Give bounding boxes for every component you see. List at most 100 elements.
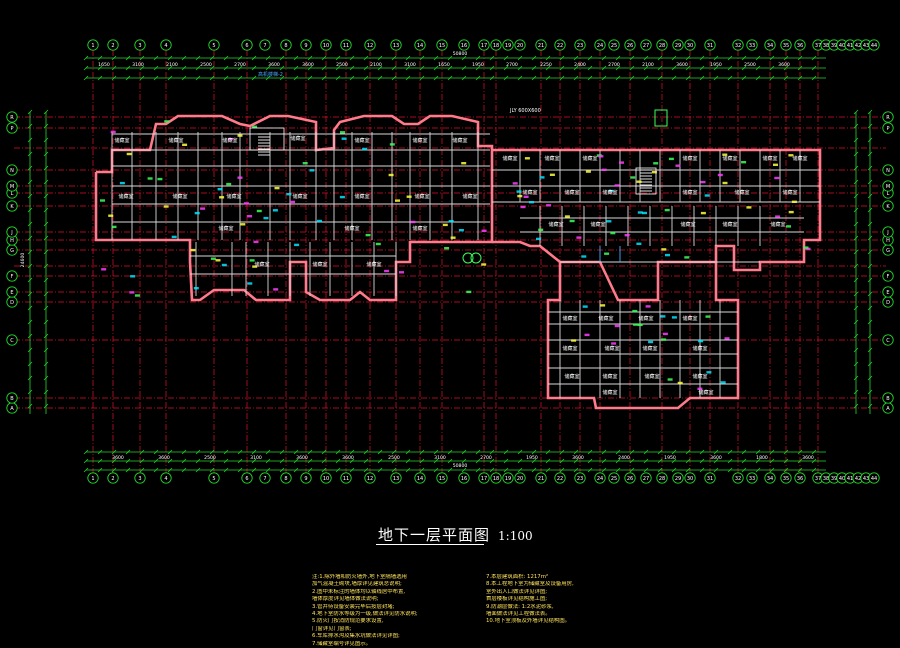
dim-tick bbox=[811, 65, 817, 71]
dim-tick bbox=[503, 458, 509, 464]
stair-block bbox=[249, 127, 285, 151]
row-bubble bbox=[882, 180, 894, 192]
row-bubble-label: N bbox=[886, 168, 890, 174]
axis-bubble-label: 36 bbox=[797, 43, 803, 49]
dim-tick bbox=[671, 458, 677, 464]
room-label: 储藏室 bbox=[722, 155, 737, 162]
bottom-dimension: 2500 bbox=[388, 455, 400, 461]
axis-bubble bbox=[280, 472, 292, 484]
dim-tick bbox=[629, 449, 635, 455]
axis-bubble bbox=[535, 39, 547, 51]
axis-bubble bbox=[390, 39, 402, 51]
dim-tick bbox=[223, 65, 229, 71]
dim-tick bbox=[195, 449, 201, 455]
axis-bubble bbox=[746, 472, 758, 484]
dim-tick bbox=[391, 65, 397, 71]
axis-bubble bbox=[436, 39, 448, 51]
fixture-mark bbox=[576, 236, 582, 239]
fixture-mark bbox=[309, 169, 315, 172]
top-dimension: 2700 bbox=[234, 62, 246, 68]
dim-tick bbox=[27, 375, 33, 381]
row-bubble bbox=[6, 200, 18, 212]
dim-tick bbox=[601, 449, 607, 455]
dim-tick bbox=[83, 458, 89, 464]
dim-tick bbox=[853, 235, 859, 241]
axis-bubble-label: 37 bbox=[815, 43, 821, 49]
dim-tick bbox=[27, 249, 33, 255]
axis-bubble bbox=[107, 472, 119, 484]
top-dimension: 1650 bbox=[98, 62, 110, 68]
fixture-mark bbox=[147, 177, 153, 180]
axis-bubble bbox=[208, 472, 220, 484]
dim-tick bbox=[489, 55, 495, 61]
fixture-mark bbox=[111, 225, 117, 229]
axis-bubble-label: 23 bbox=[577, 43, 583, 49]
fixture-mark bbox=[237, 176, 243, 179]
fixture-mark bbox=[538, 228, 544, 231]
fixture-mark bbox=[129, 291, 135, 294]
fixture-mark bbox=[633, 323, 639, 326]
dim-tick bbox=[391, 75, 397, 81]
bottom-dimension: 2700 bbox=[480, 455, 492, 461]
dim-tick bbox=[867, 207, 873, 213]
dim-tick bbox=[461, 458, 467, 464]
dim-tick bbox=[181, 65, 187, 71]
fixture-mark bbox=[249, 259, 255, 262]
dim-tick bbox=[321, 65, 327, 71]
dim-tick bbox=[111, 458, 117, 464]
row-bubble-label: H bbox=[10, 238, 14, 244]
dim-tick bbox=[447, 467, 453, 473]
dim-tick bbox=[419, 65, 425, 71]
room-label: 储藏室 bbox=[602, 189, 617, 196]
dim-tick bbox=[867, 179, 873, 185]
dim-tick bbox=[811, 55, 817, 61]
dim-tick bbox=[433, 75, 439, 81]
dim-tick bbox=[601, 55, 607, 61]
fixture-mark bbox=[704, 194, 710, 197]
dim-tick bbox=[503, 65, 509, 71]
dim-tick bbox=[43, 151, 49, 157]
row-bubble-label: R bbox=[886, 115, 890, 121]
dim-tick bbox=[237, 458, 243, 464]
bottom-dimension: 2400 bbox=[618, 455, 630, 461]
axis-bubble-label: 1 bbox=[91, 476, 94, 482]
dim-tick bbox=[377, 65, 383, 71]
dim-tick bbox=[307, 65, 313, 71]
axis-bubble bbox=[134, 472, 146, 484]
dim-tick bbox=[867, 375, 873, 381]
fixture-mark bbox=[219, 196, 225, 199]
dim-tick bbox=[265, 75, 271, 81]
dim-tick bbox=[153, 75, 159, 81]
dim-tick bbox=[671, 55, 677, 61]
dim-tick bbox=[167, 75, 173, 81]
dim-tick bbox=[797, 65, 803, 71]
row-bubble-label: D bbox=[886, 300, 890, 306]
row-bubble bbox=[6, 111, 18, 123]
fixture-mark bbox=[539, 176, 545, 179]
row-bubble bbox=[6, 180, 18, 192]
dim-tick bbox=[783, 75, 789, 81]
dim-tick bbox=[769, 75, 775, 81]
axis-bubble bbox=[574, 472, 586, 484]
fixture-mark bbox=[571, 339, 577, 342]
room-label: 储藏室 bbox=[602, 389, 617, 396]
fixture-mark bbox=[788, 210, 794, 214]
dim-tick bbox=[531, 449, 537, 455]
dim-tick bbox=[531, 65, 537, 71]
fixture-mark bbox=[529, 201, 534, 204]
dim-tick bbox=[461, 467, 467, 473]
dim-tick bbox=[867, 319, 873, 325]
axis-bubble bbox=[87, 39, 99, 51]
fixture-mark bbox=[362, 147, 368, 151]
fixture-mark bbox=[466, 290, 472, 294]
dim-tick bbox=[307, 458, 313, 464]
axis-bubble-label: 32 bbox=[735, 43, 741, 49]
axis-bubble-label: 17 bbox=[481, 43, 487, 49]
dim-tick bbox=[587, 449, 593, 455]
axis-bubble-label: 27 bbox=[643, 43, 649, 49]
axis-bubble-label: 31 bbox=[707, 476, 713, 482]
dim-tick bbox=[713, 467, 719, 473]
dim-tick bbox=[853, 277, 859, 283]
dim-tick bbox=[629, 65, 635, 71]
dim-tick bbox=[335, 55, 341, 61]
